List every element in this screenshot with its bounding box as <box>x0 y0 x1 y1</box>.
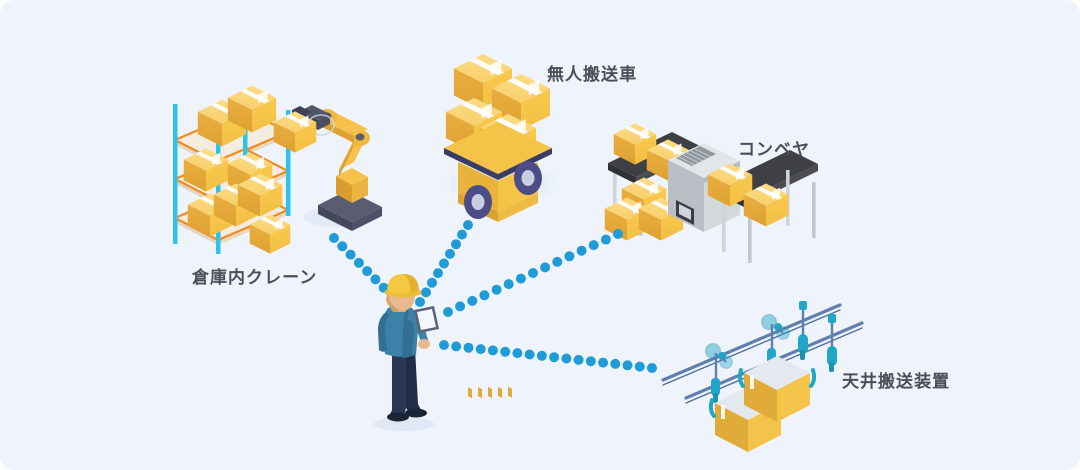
connector-dot <box>622 360 633 371</box>
connector-dot <box>634 361 645 372</box>
connector-dot <box>647 363 657 373</box>
tablet <box>414 306 439 333</box>
connector-dot <box>600 234 611 245</box>
worker-operator <box>378 274 439 422</box>
label-overhead-transport: 天井搬送装置 <box>842 372 951 392</box>
connector-dot <box>585 356 596 367</box>
connector-dot <box>329 233 339 243</box>
connection-dot-rays <box>329 220 657 373</box>
connector-dot <box>415 297 425 307</box>
connector-dot <box>337 241 348 252</box>
robot-arm <box>273 105 382 231</box>
connector-dot <box>479 290 490 301</box>
connector-dot <box>588 240 599 251</box>
label-warehouse-crane: 倉庫内クレーン <box>192 268 318 288</box>
overhead-hoist-a <box>705 343 733 403</box>
overhead-hoist-empty-2 <box>827 314 837 372</box>
connector-dot <box>451 341 462 352</box>
connector-dot <box>613 229 623 239</box>
overhead-box-b <box>737 356 817 422</box>
connector-dot <box>487 345 498 356</box>
connector-dot <box>433 268 443 279</box>
connector-dot <box>552 256 563 267</box>
connector-dot <box>427 277 437 288</box>
agv-vents <box>468 386 512 399</box>
agv-wheels <box>464 161 542 219</box>
rack-posts <box>173 90 291 254</box>
equipment-conveyor <box>604 123 818 263</box>
connector-dot <box>491 284 502 295</box>
connector-dot <box>439 258 449 269</box>
connector-dot <box>528 268 538 278</box>
connector-dot <box>540 262 551 273</box>
equipment-overhead-transport <box>661 301 864 452</box>
overhead-hoist-empty-1 <box>798 301 808 360</box>
label-conveyor: コンベヤ <box>738 140 811 160</box>
connector-dot <box>467 295 478 306</box>
connector-dot <box>353 257 364 268</box>
connector-dot <box>443 307 453 317</box>
equipment-agv <box>444 53 552 399</box>
connector-dot <box>576 245 587 256</box>
ray-to-agv <box>415 220 473 307</box>
connector-dot <box>500 346 511 357</box>
label-agv: 無人搬送車 <box>547 65 638 85</box>
connector-dot <box>524 349 535 360</box>
connector-dot <box>345 249 356 260</box>
connector-dot <box>457 229 467 240</box>
connector-dot <box>564 251 575 262</box>
connector-dot <box>475 344 486 355</box>
connector-dot <box>463 220 473 230</box>
connector-dot <box>463 342 474 353</box>
connector-dot <box>362 266 373 277</box>
connector-dot <box>549 352 560 363</box>
safety-helmet <box>384 274 422 298</box>
equipment-warehouse-crane <box>172 85 382 254</box>
connector-dot <box>439 340 449 350</box>
connector-dot <box>515 273 526 284</box>
connector-dot <box>445 248 455 259</box>
ray-to-overhead <box>439 340 657 373</box>
connector-dot <box>370 274 381 285</box>
connector-dot <box>610 358 621 369</box>
connector-dot <box>598 357 609 368</box>
connector-dot <box>503 279 514 290</box>
connector-dot <box>451 239 461 250</box>
connector-dot <box>573 354 584 365</box>
connector-dot <box>561 353 572 364</box>
connector-dot <box>455 301 466 312</box>
ray-to-conveyor <box>443 229 623 317</box>
connector-dot <box>512 348 523 359</box>
connector-dot <box>378 282 389 293</box>
connector-dot <box>421 287 431 298</box>
connector-dot <box>536 350 547 361</box>
